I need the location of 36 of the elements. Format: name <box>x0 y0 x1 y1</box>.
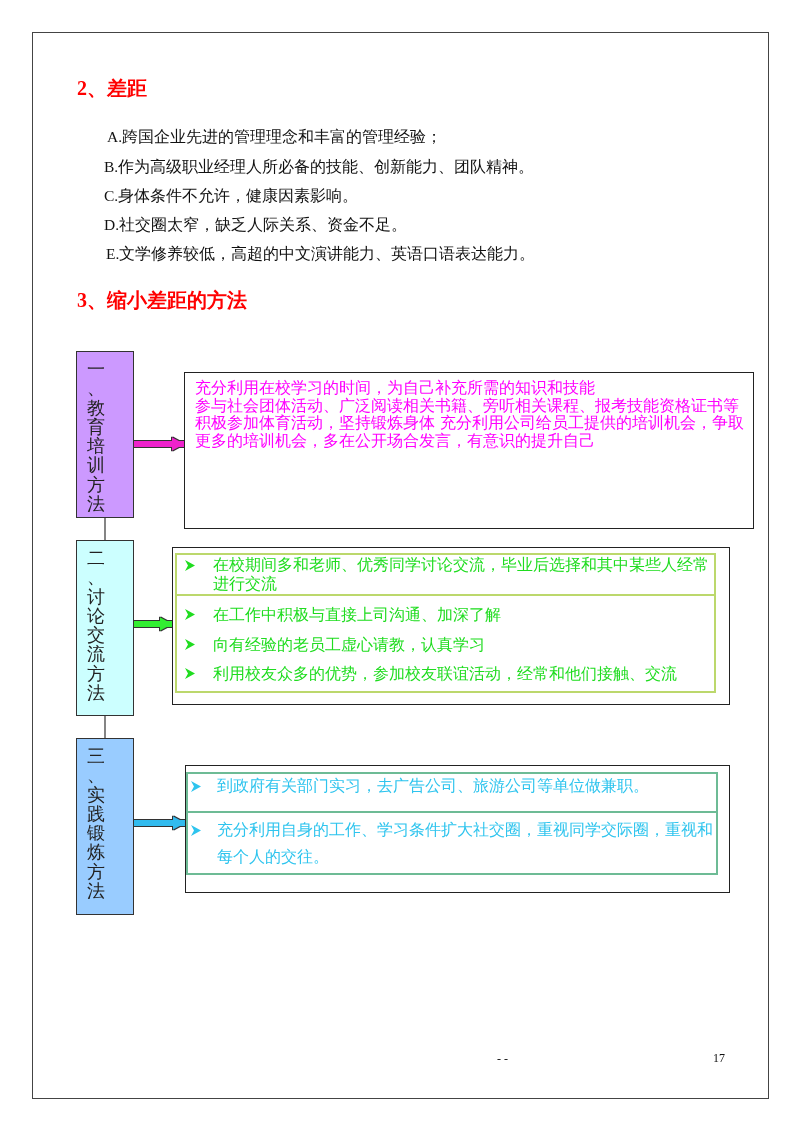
connector-line <box>104 517 106 541</box>
footer-mark: - - <box>497 1052 508 1066</box>
category-title: 二、讨论交流方法 <box>87 549 105 703</box>
page-number: 17 <box>713 1051 725 1065</box>
paragraph: 充分利用在校学习的时间，为自己补充所需的知识和技能 <box>195 380 596 397</box>
gap-item-text: D.社交圈太窄，缺乏人际关系、资金不足。 <box>104 215 408 235</box>
gap-item-text: C.身体条件不允许，健康因素影响。 <box>104 186 359 206</box>
content-frame <box>172 547 730 705</box>
list-panel <box>186 772 718 813</box>
category-title: 三、实践锻炼方法 <box>87 747 105 901</box>
paragraph: 参与社会团体活动、广泛阅读相关书籍、旁听相关课程、报考技能资格证书等 <box>195 397 740 415</box>
list-item-text: 到政府有关部门实习，去广告公司、旅游公司等单位做兼职。 <box>217 776 650 797</box>
list-item-text: 向有经验的老员工虚心请教，认真学习 <box>213 633 486 656</box>
list-panel <box>186 811 718 875</box>
category-title: 一、教育培训方法 <box>87 360 105 514</box>
list-item-text: 在校期间多和老师、优秀同学讨论交流，毕业后选择和其中某些人经常进行交流 <box>213 556 710 593</box>
list-item-text: 充分利用自身的工作、学习条件扩大社交圈，重视同学交际圈，重视和每个人的交往。 <box>217 820 714 868</box>
arrow <box>134 437 184 451</box>
list-panel <box>175 553 716 596</box>
connector-line <box>104 715 106 739</box>
content-frame <box>185 765 730 893</box>
list-item-text: 在工作中积极与直接上司沟通、加深了解 <box>213 604 502 626</box>
gap-item-text: E.文学修养较低，高超的中文演讲能力、英语口语表达能力。 <box>106 244 536 264</box>
section-heading: 2、差距 <box>77 76 147 100</box>
category-box <box>76 738 134 915</box>
arrow <box>134 816 185 830</box>
content-box <box>184 372 754 529</box>
category-box <box>76 351 134 518</box>
paragraph: 积极参加体育活动，坚持锻炼身体 充分利用公司给员工提供的培训机会，争取更多的培训机会，多在公开场合发言，有意识的提升自己 <box>195 415 745 450</box>
category-box <box>76 540 134 716</box>
arrow <box>134 617 172 631</box>
gap-item-text: B.作为高级职业经理人所必备的技能、创新能力、团队精神。 <box>104 157 535 177</box>
gap-item-text: A.跨国企业先进的管理理念和丰富的管理经验； <box>107 127 443 147</box>
section-heading: 3、缩小差距的方法 <box>77 288 247 312</box>
list-panel <box>175 594 716 693</box>
list-item-text: 利用校友众多的优势，参加校友联谊活动，经常和他们接触、交流 <box>213 663 678 685</box>
